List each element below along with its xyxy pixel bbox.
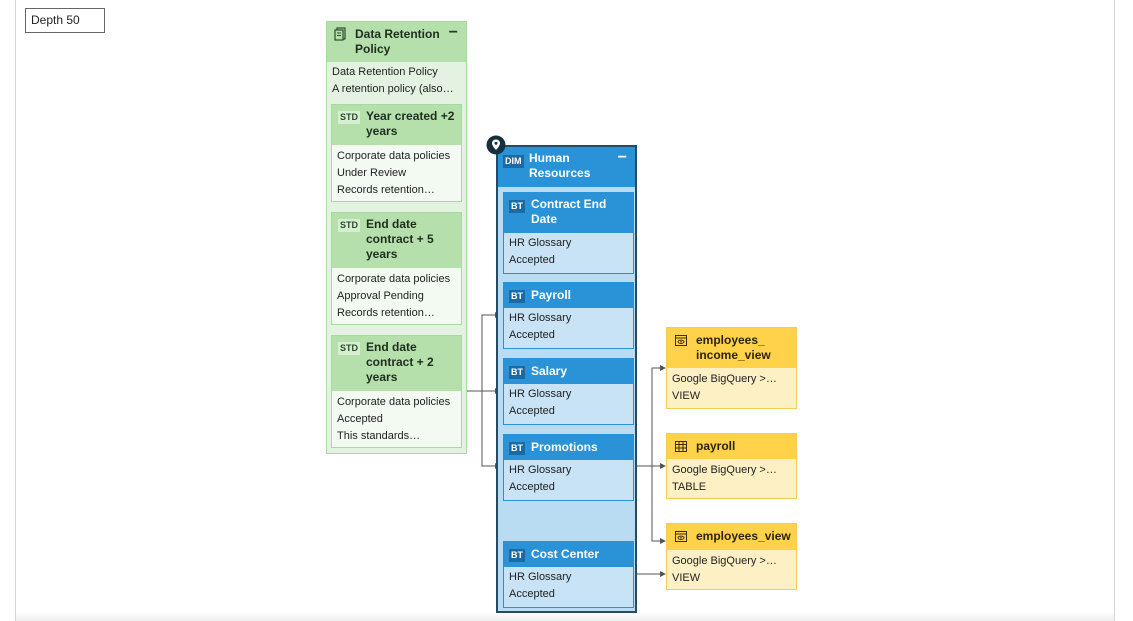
business-term-status: Accepted: [509, 329, 555, 341]
connector-std-to-payroll: [462, 312, 501, 392]
data-asset-type: VIEW: [672, 572, 701, 584]
standard-description: This standards…: [337, 430, 421, 442]
business-term-title: Payroll: [531, 288, 572, 302]
business-term-title: Cost Center: [531, 547, 600, 561]
business-term-glossary: HR Glossary: [509, 571, 572, 583]
business-term-status: Accepted: [509, 588, 555, 600]
connector-std-to-promotions: [462, 390, 501, 469]
policy-description-line: A retention policy (also…: [332, 83, 454, 95]
data-asset-title: employees_ income_view: [696, 333, 771, 362]
policy-node[interactable]: Data Retention Policy − Data Retention P…: [326, 21, 467, 454]
data-asset-title: payroll: [696, 439, 736, 453]
data-asset-node[interactable]: employees_ income_view Google BigQuery >…: [666, 327, 797, 409]
standard-domain: Corporate data policies: [337, 396, 451, 408]
business-term-badge: BT: [509, 442, 525, 455]
standard-status: Approval Pending: [337, 290, 424, 302]
standard-badge: STD: [338, 111, 360, 124]
policy-collapse-button[interactable]: −: [448, 24, 458, 41]
business-term-status: Accepted: [509, 481, 555, 493]
business-term-glossary: HR Glossary: [509, 312, 572, 324]
business-term-node[interactable]: BT Cost Center HR Glossary Accepted: [503, 541, 634, 608]
dimension-node[interactable]: DIM Human Resources − BT Contract End Da…: [496, 145, 637, 613]
dimension-title: Human Resources: [529, 151, 591, 180]
data-asset-title: employees_view: [696, 529, 791, 543]
business-term-node[interactable]: BT Salary HR Glossary Accepted: [503, 358, 634, 425]
standard-badge: STD: [338, 219, 360, 232]
business-term-badge: BT: [509, 200, 525, 213]
policy-header[interactable]: Data Retention Policy −: [327, 22, 466, 62]
depth-input[interactable]: Depth 50: [25, 8, 105, 33]
data-asset-node[interactable]: employees_view Google BigQuery >… VIEW: [666, 523, 797, 590]
connector-promotions-to-employees-view: [632, 465, 666, 544]
business-term-title: Salary: [531, 364, 568, 378]
view-icon: [675, 335, 687, 346]
business-term-status: Accepted: [509, 405, 555, 417]
data-asset-node[interactable]: payroll Google BigQuery >… TABLE: [666, 433, 797, 499]
business-term-glossary: HR Glossary: [509, 237, 572, 249]
business-term-badge: BT: [509, 366, 525, 379]
business-term-node[interactable]: BT Contract End Date HR Glossary Accepte…: [503, 192, 634, 274]
standard-description: Records retention…: [337, 184, 435, 196]
data-asset-source: Google BigQuery >…: [672, 464, 777, 476]
data-asset-type: TABLE: [672, 481, 707, 493]
business-term-status: Accepted: [509, 254, 555, 266]
data-asset-source: Google BigQuery >…: [672, 373, 777, 385]
dimension-collapse-button[interactable]: −: [617, 149, 627, 166]
dimension-badge: DIM: [503, 155, 524, 168]
policy-document-icon: [334, 27, 347, 44]
standard-title: Year created +2 years: [366, 109, 455, 138]
standard-status: Accepted: [337, 413, 383, 425]
business-term-badge: BT: [509, 290, 525, 303]
business-term-glossary: HR Glossary: [509, 464, 572, 476]
standard-domain: Corporate data policies: [337, 150, 451, 162]
data-asset-type: VIEW: [672, 390, 701, 402]
standard-node[interactable]: STD Year created +2 years Corporate data…: [331, 104, 462, 202]
dimension-header[interactable]: DIM Human Resources −: [498, 147, 635, 187]
data-asset-source: Google BigQuery >…: [672, 555, 777, 567]
standard-node[interactable]: STD End date contract + 5 years Corporat…: [331, 212, 462, 325]
view-icon: [675, 531, 687, 542]
standard-title: End date contract + 5 years: [366, 217, 434, 261]
policy-name-line: Data Retention Policy: [332, 66, 438, 78]
standard-status: Under Review: [337, 167, 407, 179]
business-term-title: Promotions: [531, 440, 598, 454]
table-icon: [675, 441, 687, 452]
business-term-glossary: HR Glossary: [509, 388, 572, 400]
standard-description: Records retention…: [337, 307, 435, 319]
business-term-node[interactable]: BT Payroll HR Glossary Accepted: [503, 282, 634, 349]
business-term-node[interactable]: BT Promotions HR Glossary Accepted: [503, 434, 634, 501]
standard-domain: Corporate data policies: [337, 273, 451, 285]
standard-title: End date contract + 2 years: [366, 340, 434, 384]
business-term-badge: BT: [509, 549, 525, 562]
standard-node[interactable]: STD End date contract + 2 years Corporat…: [331, 335, 462, 448]
canvas-frame: [15, 0, 1115, 621]
location-pin-icon[interactable]: [486, 135, 506, 155]
business-term-title: Contract End Date: [531, 197, 607, 226]
standard-badge: STD: [338, 342, 360, 355]
policy-title: Data Retention Policy: [355, 27, 440, 56]
canvas-bottom-edge: [16, 612, 1114, 621]
